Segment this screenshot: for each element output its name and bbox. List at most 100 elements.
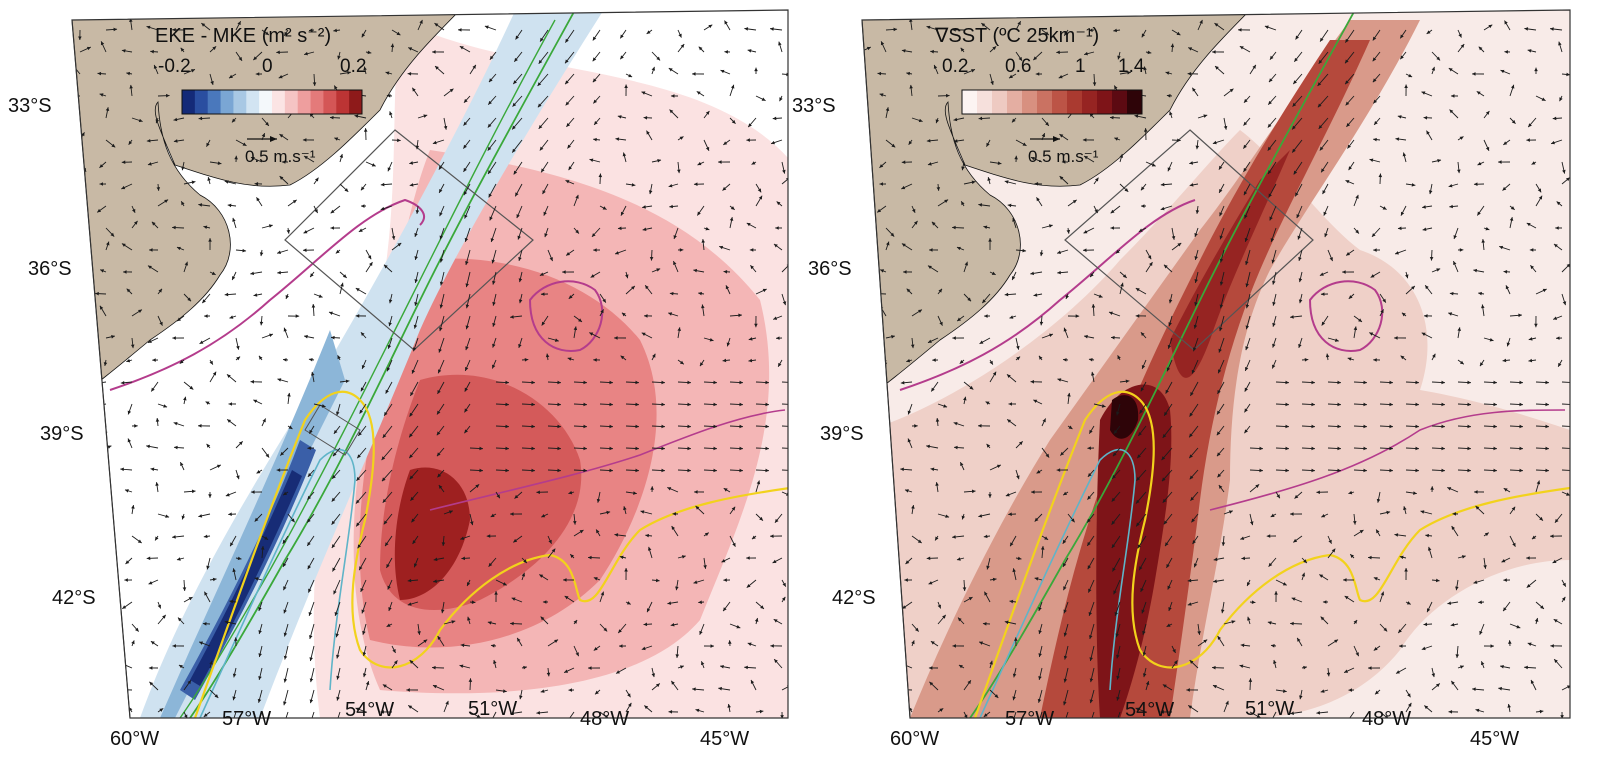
current-vector-head xyxy=(97,687,101,690)
current-vector-head xyxy=(876,583,880,586)
current-vector-head xyxy=(70,204,74,208)
current-vector-head xyxy=(854,653,857,657)
current-vector xyxy=(80,360,86,361)
current-vector-head xyxy=(74,653,77,657)
lat-label-33s-left: 33°S xyxy=(8,95,52,117)
current-vector xyxy=(106,656,107,668)
current-vector xyxy=(96,580,106,586)
colorbar-swatch xyxy=(311,90,324,114)
current-vector-head xyxy=(880,462,884,466)
colorbar-swatch xyxy=(336,90,349,114)
colorbar-tick-4: 1.4 xyxy=(1118,56,1145,77)
current-vector xyxy=(851,529,860,536)
current-vector xyxy=(860,551,867,558)
current-vector-head xyxy=(283,723,286,727)
current-vector xyxy=(80,448,82,457)
current-vector-head xyxy=(864,551,868,555)
colorbar-swatch xyxy=(962,90,978,114)
current-vector-head xyxy=(858,36,862,40)
colorbar-swatch xyxy=(1097,90,1113,114)
current-vector-head xyxy=(849,313,853,317)
current-vector xyxy=(856,228,860,233)
current-vector xyxy=(878,510,886,514)
current-vector-head xyxy=(856,229,860,233)
current-vector xyxy=(860,448,862,457)
current-vector-head xyxy=(69,623,73,627)
colorbar-tick-2: 0.6 xyxy=(1005,56,1031,77)
current-vector-head xyxy=(874,404,878,408)
current-vector xyxy=(849,624,860,625)
current-vector-head xyxy=(850,187,854,190)
current-vector xyxy=(860,466,864,470)
current-vector-head xyxy=(791,381,795,385)
current-vector xyxy=(69,624,80,625)
current-vector-head xyxy=(857,682,860,686)
current-vector xyxy=(860,580,862,586)
current-vector xyxy=(886,558,892,567)
current-vector xyxy=(76,228,80,233)
current-vector-head xyxy=(77,682,80,686)
current-vector-head xyxy=(102,624,106,628)
current-vector-head xyxy=(849,512,853,516)
current-vector xyxy=(106,531,109,536)
current-vector xyxy=(100,462,106,470)
current-vector-head xyxy=(885,656,889,660)
current-vector-head xyxy=(82,359,86,363)
colorbar-swatch xyxy=(182,90,195,114)
colorbar-swatch xyxy=(977,90,993,114)
current-vector-head xyxy=(874,490,878,494)
current-vector-head xyxy=(68,290,72,294)
current-vector-head xyxy=(80,466,84,470)
current-vector-head xyxy=(876,600,880,604)
current-vector-head xyxy=(71,94,75,98)
current-vector-head xyxy=(867,667,871,671)
current-vector-head xyxy=(1571,403,1575,407)
colorbar-title-gradsst: ∇SST (ºC 25km⁻¹) xyxy=(934,25,1099,47)
current-vector-head xyxy=(851,529,855,533)
current-vector xyxy=(78,682,80,690)
current-vector xyxy=(876,580,886,586)
colorbar-swatch xyxy=(1082,90,1098,114)
current-vector xyxy=(858,682,860,690)
current-vector xyxy=(860,132,864,140)
current-vector-head xyxy=(884,432,888,436)
current-vector xyxy=(78,330,80,338)
current-vector xyxy=(850,184,860,190)
colorbar-tick-1: 0.2 xyxy=(942,56,968,77)
current-vector xyxy=(853,487,860,492)
colorbar-swatch xyxy=(1112,90,1128,114)
current-vector-head xyxy=(891,648,895,651)
current-vector-head xyxy=(84,551,88,555)
colorbar-swatch xyxy=(323,90,336,114)
current-vector-head xyxy=(1571,381,1575,385)
current-vector-head xyxy=(75,387,78,391)
colorbar-swatch xyxy=(298,90,311,114)
current-vector-head xyxy=(875,381,879,385)
current-vector-head xyxy=(83,250,87,253)
colorbar-swatches-gradsst xyxy=(962,90,1143,114)
current-vector-head xyxy=(857,330,860,334)
current-vector-head xyxy=(95,381,99,385)
current-vector xyxy=(80,551,87,558)
current-vector xyxy=(849,315,860,316)
current-vector xyxy=(848,404,860,405)
current-vector xyxy=(97,688,106,690)
current-vector xyxy=(68,291,80,294)
lon-label-54w-left: 54°W xyxy=(345,699,394,721)
current-vector-head xyxy=(1571,469,1575,473)
current-vector-head xyxy=(888,563,891,567)
current-vector-head xyxy=(848,403,852,407)
current-vector-head xyxy=(862,359,866,363)
colorbar-tick-neg: -0.2 xyxy=(158,56,191,77)
reference-vector-label-left: 0.5 m.s⁻¹ xyxy=(245,147,316,166)
current-vector-head xyxy=(74,710,78,714)
lon-label-48w-left: 48°W xyxy=(580,708,629,730)
current-vector xyxy=(69,315,80,316)
current-vector xyxy=(106,646,115,651)
current-vector xyxy=(80,668,91,670)
current-vector-head xyxy=(901,688,905,692)
colorbar-tick-pos: 0.2 xyxy=(340,56,366,77)
current-vector xyxy=(854,711,860,712)
current-vector xyxy=(880,462,886,470)
current-vector xyxy=(886,446,891,448)
